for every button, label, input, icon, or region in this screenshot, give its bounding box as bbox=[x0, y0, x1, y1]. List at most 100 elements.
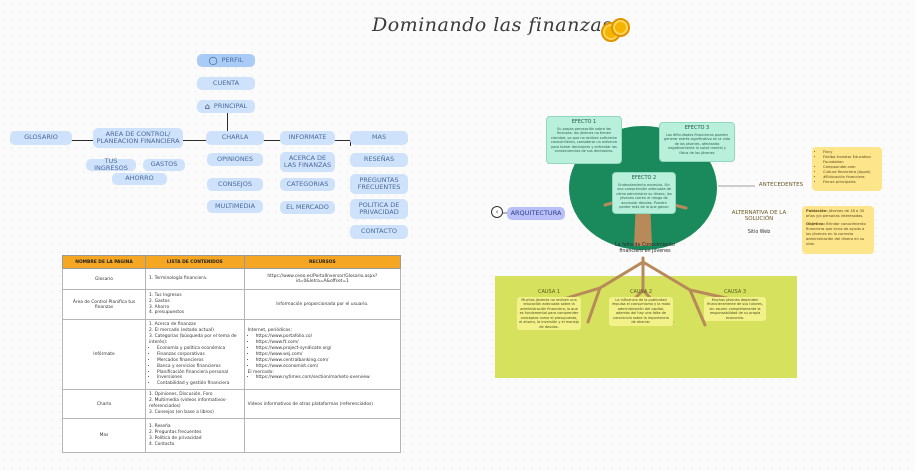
mas-node[interactable]: MAS bbox=[350, 131, 408, 145]
list-item: Compounder.com bbox=[823, 165, 878, 170]
resource-link[interactable]: https://www.ceeo.es/PortalInversor/Glosa… bbox=[267, 274, 378, 284]
tus-ingresos-label: TUS INGRESOS bbox=[94, 156, 128, 172]
contacto-node[interactable]: CONTACTO bbox=[350, 225, 408, 239]
list-item: Inversiones bbox=[157, 375, 241, 381]
causa-title: CAUSA 1 bbox=[537, 289, 561, 295]
efecto-title: EFECTO 2 bbox=[631, 175, 657, 181]
list-item: Fintiba Investor Education Foundation bbox=[823, 155, 878, 165]
informate-label: INFORMATE bbox=[288, 133, 327, 142]
contents-cell: 1. Terminología financiera. bbox=[145, 268, 245, 290]
charla-label: CHARLA bbox=[221, 133, 249, 142]
content-line: 4. presupuestos bbox=[149, 310, 185, 316]
acerca-finanzas-label: ACERCA DE LAS FINANZAS bbox=[283, 153, 332, 169]
resources-cell: Internet, periódicos: https://www.portaf… bbox=[243, 318, 402, 391]
resource-link[interactable]: https://www.portafolio.co/ bbox=[256, 334, 397, 340]
page-name-cell: Infórmate bbox=[62, 318, 146, 391]
poblacion-text: Jóvenes de 18 a 30 años y/o personas int… bbox=[806, 209, 865, 218]
table-row: Mas 1. Reseña 2. Preguntas frecuentes 3.… bbox=[62, 418, 402, 454]
principal-label: PRINCIPAL bbox=[213, 101, 248, 110]
content-line: 1. Tus Ingresos bbox=[149, 292, 182, 298]
poblacion-heading: Población: bbox=[806, 209, 828, 213]
resenas-label: RESEÑAS bbox=[363, 155, 395, 164]
categorias-label: CATEGORIAS bbox=[286, 179, 329, 188]
area-control-label: AREA DE CONTROL/ PLANEACION FINANCIERA bbox=[96, 129, 180, 145]
efecto-3-card: EFECTO 3 Las dificultades financieras pu… bbox=[659, 122, 735, 162]
content-line: 1. Acerca de finanzas bbox=[149, 322, 197, 327]
multimedia-node[interactable]: MULTIMEDIA bbox=[207, 200, 263, 213]
content-line: 2. Multimedia (videos informativos- refe… bbox=[149, 398, 227, 410]
content-line: 2. El mercado (estado actual) bbox=[149, 327, 214, 333]
back-icon[interactable]: ‹ bbox=[491, 206, 503, 218]
coins-icon bbox=[611, 18, 630, 37]
arquitectura-node[interactable]: ARQUITECTURA bbox=[507, 207, 565, 220]
table-row: Infórmate 1. Acerca de finanzas 2. El me… bbox=[62, 318, 402, 391]
efecto-title: EFECTO 1 bbox=[571, 119, 597, 125]
principal-node[interactable]: ⌂PRINCIPAL bbox=[197, 100, 255, 113]
ahorro-node[interactable]: AHORRO bbox=[112, 173, 167, 185]
list-item: Fincy bbox=[823, 150, 878, 155]
content-line: 3. Política de privacidad bbox=[149, 435, 202, 441]
charla-node[interactable]: CHARLA bbox=[206, 131, 264, 145]
arquitectura-label: ARQUITECTURA bbox=[510, 208, 562, 217]
causa-text: Muchos jóvenes dependen financieramente … bbox=[704, 296, 766, 322]
causa-3-card: CAUSA 3 Muchos jóvenes dependen financie… bbox=[701, 287, 769, 342]
el-mercado-node[interactable]: EL MERCADO bbox=[280, 201, 335, 214]
gastos-label: GASTOS bbox=[150, 160, 178, 169]
resources-cell: Información proporcionada por el usuario… bbox=[243, 289, 402, 320]
resources-cell bbox=[243, 418, 402, 454]
cuenta-label: CUENTA bbox=[212, 78, 240, 87]
resource-link[interactable]: https://www.wsj.com/ bbox=[256, 352, 397, 358]
efecto-title: EFECTO 3 bbox=[684, 125, 710, 131]
contents-cell: 1. Reseña 2. Preguntas frecuentes 3. Pol… bbox=[145, 418, 245, 454]
page-name-cell: Área de Control Planifica tus finanzas bbox=[62, 289, 146, 320]
causa-title: CAUSA 3 bbox=[723, 289, 747, 295]
antecedentes-label: ANTECEDENTES bbox=[758, 182, 804, 188]
list-item: Banca y servicios financieros bbox=[157, 364, 241, 370]
causa-text: Muchos jóvenes no reciben una educación … bbox=[517, 296, 581, 331]
acerca-finanzas-node[interactable]: ACERCA DE LAS FINANZAS bbox=[280, 152, 335, 172]
categorias-node[interactable]: CATEGORIAS bbox=[280, 178, 335, 191]
consejos-node[interactable]: CONSEJOS bbox=[207, 178, 263, 191]
gastos-node[interactable]: GASTOS bbox=[143, 159, 185, 171]
resource-text: Información proporcionada por el usuario… bbox=[276, 302, 369, 307]
board-title: Dominando las finanzas bbox=[372, 14, 613, 36]
content-line: 4. Contacto bbox=[149, 441, 175, 447]
sitio-web-label: Sitio Web bbox=[747, 230, 771, 235]
preguntas-frecuentes-node[interactable]: PREGUNTAS FRECUENTES bbox=[350, 174, 408, 194]
glosario-label: GLOSARIO bbox=[24, 133, 58, 142]
content-line: 2. Preguntas frecuentes bbox=[149, 429, 202, 435]
politica-privacidad-node[interactable]: POLITICA DE PRIVACIDAD bbox=[350, 199, 408, 219]
content-line: 3. Categorías (búsqueda por el tema de i… bbox=[149, 333, 237, 345]
resenas-node[interactable]: RESEÑAS bbox=[350, 153, 408, 167]
home-icon: ⌂ bbox=[204, 101, 210, 111]
list-item: Finnzz principales bbox=[823, 180, 878, 185]
tus-ingresos-node[interactable]: TUS INGRESOS bbox=[86, 156, 136, 172]
opiniones-node[interactable]: OPINIONES bbox=[207, 153, 263, 166]
preguntas-frecuentes-label: PREGUNTAS FRECUENTES bbox=[357, 175, 401, 191]
table-header-cell: RECURSOS bbox=[243, 255, 402, 269]
resource-link[interactable]: https://www.economist.com/ bbox=[256, 364, 397, 370]
resource-text: Internet, periódicos: bbox=[247, 327, 292, 333]
list-item: #Educación financiera bbox=[823, 175, 878, 180]
contents-cell: 1. Tus Ingresos 2. Gastos 3. Ahorro 4. p… bbox=[145, 289, 245, 320]
cuenta-node[interactable]: CUENTA bbox=[197, 77, 255, 90]
content-line: 2. Gastos bbox=[149, 298, 170, 304]
perfil-node[interactable]: ◯PERFIL bbox=[197, 54, 255, 67]
politica-privacidad-label: POLITICA DE PRIVACIDAD bbox=[358, 200, 400, 216]
list-item: Finanzas corporativas bbox=[157, 352, 241, 358]
content-table: NOMBRE DE LA PAGINA LISTA DE CONTENIDOS … bbox=[62, 255, 402, 454]
content-line: 3. Ahorro bbox=[149, 304, 170, 310]
connector bbox=[227, 113, 228, 140]
efecto-text: Las dificultades financieras pueden gene… bbox=[664, 132, 730, 155]
resource-link[interactable]: https://www.project-syndicate.org/ bbox=[256, 346, 397, 352]
resource-link[interactable]: https://www.ft.com/ bbox=[256, 340, 397, 346]
resource-link[interactable]: https://www.centralbanking.com/ bbox=[256, 358, 397, 364]
table-header-cell: LISTA DE CONTENIDOS bbox=[145, 255, 245, 269]
efecto-text: Endeudamiento excesivo. Sin una comprens… bbox=[616, 182, 672, 210]
glosario-node[interactable]: GLOSARIO bbox=[10, 131, 72, 145]
informate-node[interactable]: INFORMATE bbox=[280, 131, 335, 145]
area-control-node[interactable]: AREA DE CONTROL/ PLANEACION FINANCIERA bbox=[93, 128, 183, 148]
resource-link[interactable]: https://www.nytimes.com/section/markets-… bbox=[256, 375, 397, 381]
links-list: https://www.portafolio.co/ https://www.f… bbox=[248, 334, 397, 370]
